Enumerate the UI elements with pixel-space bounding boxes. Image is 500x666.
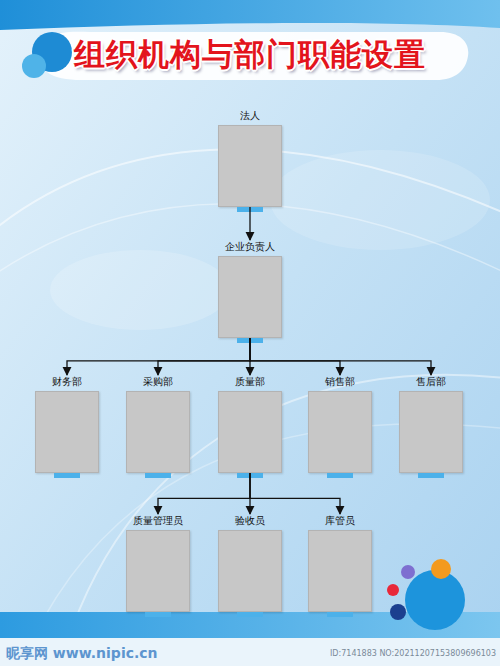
blue-tab bbox=[237, 473, 263, 478]
box-heading: 采购部 bbox=[126, 375, 190, 391]
org-box: 财务部 bbox=[35, 375, 99, 473]
box-heading: 质量管理员 bbox=[126, 514, 190, 530]
gray-panel bbox=[308, 391, 372, 473]
blue-tab bbox=[418, 473, 444, 478]
org-box: 售后部 bbox=[399, 375, 463, 473]
gray-panel bbox=[218, 256, 282, 338]
org-box: 库管员 bbox=[308, 514, 372, 612]
blue-tab bbox=[327, 473, 353, 478]
gray-panel bbox=[218, 530, 282, 612]
poster-title: 组织机构与部门职能设置 bbox=[0, 34, 500, 76]
gray-panel bbox=[126, 391, 190, 473]
gray-panel bbox=[218, 125, 282, 207]
box-heading: 财务部 bbox=[35, 375, 99, 391]
blue-tab bbox=[145, 612, 171, 617]
gray-panel bbox=[218, 391, 282, 473]
gray-panel bbox=[308, 530, 372, 612]
connector-arrow bbox=[249, 473, 250, 514]
org-box: 质量管理员 bbox=[126, 514, 190, 612]
box-heading: 法人 bbox=[218, 109, 282, 125]
gray-panel bbox=[399, 391, 463, 473]
box-heading: 销售部 bbox=[308, 375, 372, 391]
blue-tab bbox=[237, 338, 263, 343]
connector-arrow bbox=[249, 338, 250, 375]
connector-arrow bbox=[67, 338, 250, 375]
blue-tab bbox=[54, 473, 80, 478]
blue-tab bbox=[237, 612, 263, 617]
box-heading: 售后部 bbox=[399, 375, 463, 391]
gray-panel bbox=[126, 530, 190, 612]
org-box: 验收员 bbox=[218, 514, 282, 612]
org-box: 销售部 bbox=[308, 375, 372, 473]
connector-arrow bbox=[250, 338, 340, 375]
box-heading: 质量部 bbox=[218, 375, 282, 391]
org-box: 采购部 bbox=[126, 375, 190, 473]
blue-tab bbox=[327, 612, 353, 617]
connector-arrow bbox=[250, 338, 431, 375]
blue-tab bbox=[145, 473, 171, 478]
box-heading: 企业负责人 bbox=[218, 240, 282, 256]
org-box: 质量部 bbox=[218, 375, 282, 473]
connector-arrow bbox=[158, 338, 250, 375]
connector-arrow bbox=[158, 473, 250, 514]
connector-arrow bbox=[250, 473, 340, 514]
org-box: 法人 bbox=[218, 109, 282, 207]
box-heading: 库管员 bbox=[308, 514, 372, 530]
box-heading: 验收员 bbox=[218, 514, 282, 530]
org-box: 企业负责人 bbox=[218, 240, 282, 338]
blue-tab bbox=[237, 207, 263, 212]
watermark: 昵享网 www.nipic.cn bbox=[6, 645, 158, 663]
gray-panel bbox=[35, 391, 99, 473]
image-id: ID:7141883 NO:20211207153809696103 bbox=[330, 649, 496, 658]
